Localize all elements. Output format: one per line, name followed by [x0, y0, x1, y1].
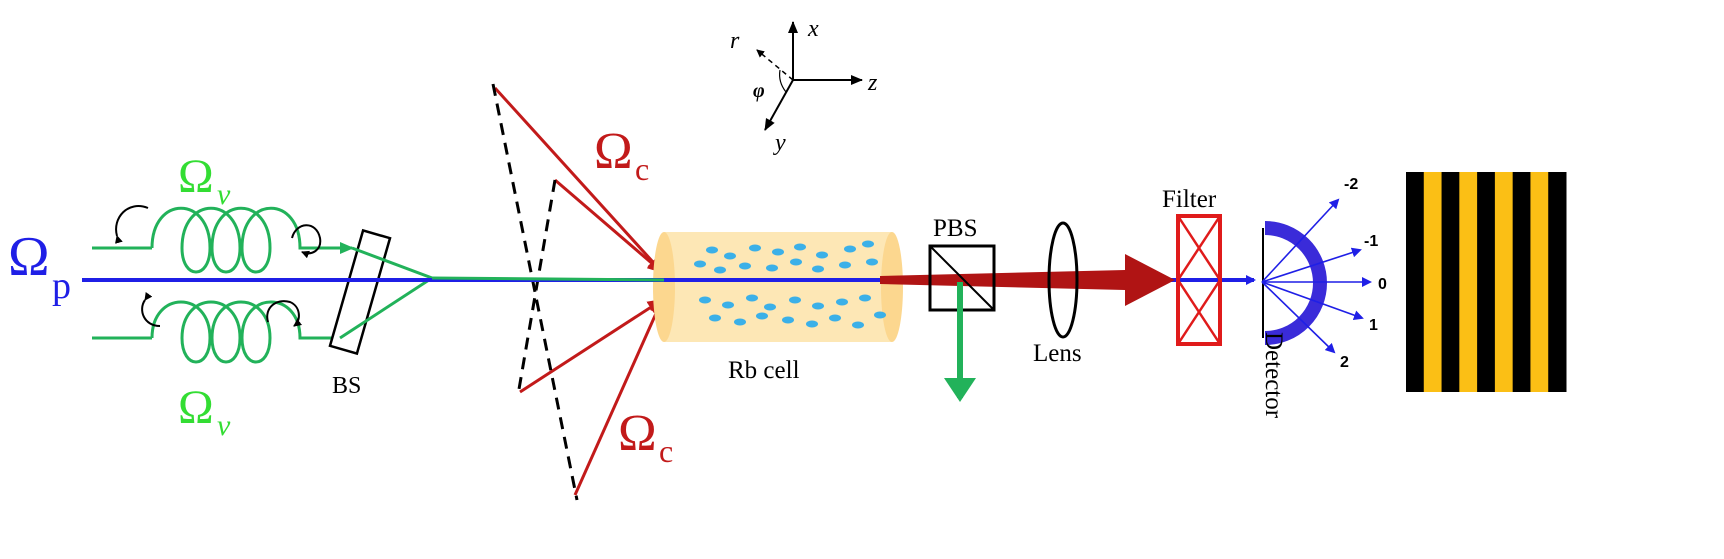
fringe-stripe — [1477, 172, 1496, 392]
fringe-stripe — [1530, 172, 1549, 392]
control-beams — [493, 86, 664, 496]
vortex-subscript-bottom: v — [217, 409, 231, 442]
z-axis-label: z — [867, 70, 878, 96]
rb-atom — [794, 243, 806, 251]
x-axis-label: x — [807, 16, 819, 42]
rb-atom — [829, 314, 841, 322]
diffraction-ray — [1261, 247, 1362, 283]
probe-subscript: p — [52, 265, 71, 307]
rb-atom — [764, 303, 776, 311]
pbs-output-arrowhead — [944, 378, 976, 402]
beam-splitter — [328, 228, 392, 356]
vortex-omega-top: Ω — [178, 150, 214, 203]
diffraction-ray — [1261, 281, 1364, 320]
rb-atom — [724, 252, 736, 260]
fringe-stripe — [1512, 172, 1531, 392]
fringe-stripe — [1406, 172, 1425, 392]
detector-label: Detector — [1260, 332, 1287, 419]
rb-atom — [709, 314, 721, 322]
vortex-subscript-top: v — [217, 178, 231, 211]
rb-atom — [859, 294, 871, 302]
fringe-stripe — [1423, 172, 1443, 392]
order-label: -2 — [1344, 176, 1358, 193]
pbs-label: PBS — [933, 215, 977, 242]
filter — [1176, 214, 1222, 346]
bs-label: BS — [332, 373, 361, 399]
r-axis-arrow — [756, 49, 794, 81]
fringe-stripe — [1441, 172, 1460, 392]
rb-atom — [852, 321, 864, 329]
fringe-stripe — [1494, 172, 1514, 392]
rb-atom — [734, 318, 746, 326]
rb-atom — [839, 261, 851, 269]
rb-atoms — [694, 240, 886, 329]
rb-atom — [699, 296, 711, 304]
order-label: 2 — [1340, 354, 1349, 371]
rb-atom — [862, 240, 874, 248]
vortex-beam-top — [92, 205, 354, 274]
rb-atom — [694, 260, 706, 268]
control-subscript-bottom: c — [659, 433, 673, 469]
r-axis-label: r — [730, 28, 740, 54]
rb-atom — [812, 265, 824, 273]
diffraction-ray — [1261, 198, 1340, 283]
order-label: -1 — [1364, 233, 1378, 250]
rb-atom — [816, 251, 828, 259]
vortex-omega-bottom: Ω — [178, 381, 214, 434]
diffraction-ray — [1261, 281, 1336, 354]
rb-atom — [706, 246, 718, 254]
rb-atom — [722, 301, 734, 309]
order-label: 0 — [1378, 276, 1387, 293]
fringe-stripe — [1459, 172, 1478, 392]
rb-atom — [789, 296, 801, 304]
order-label: 1 — [1369, 317, 1378, 334]
rb-atom — [746, 294, 758, 302]
fringe-pattern — [1406, 172, 1567, 392]
rb-cell-label: Rb cell — [728, 357, 800, 384]
fringe-stripe — [1548, 172, 1567, 392]
phi-label: φ — [753, 80, 765, 102]
control-omega-bottom: Ω — [618, 405, 657, 462]
lens — [1047, 221, 1079, 339]
y-axis-label: y — [773, 130, 786, 156]
rb-atom — [772, 248, 784, 256]
rb-atom — [806, 320, 818, 328]
coordinate-axes: x z y r φ — [730, 16, 878, 156]
rb-atom — [874, 311, 886, 319]
y-axis-arrow — [764, 79, 794, 131]
vortex-beam-bottom — [92, 291, 333, 364]
vortex-beam-combined — [431, 276, 665, 282]
control-subscript-top: c — [635, 151, 649, 187]
control-omega-top: Ω — [594, 123, 633, 180]
detector-arc — [1264, 221, 1327, 345]
diffraction-order-labels: -2 -1 0 1 2 — [1340, 176, 1387, 371]
rb-atom — [766, 264, 778, 272]
rb-atom — [844, 245, 856, 253]
diffraction-rays — [1261, 198, 1372, 354]
rb-atom — [714, 266, 726, 274]
output-red-beam — [880, 254, 1175, 306]
rb-atom — [782, 316, 794, 324]
lens-label: Lens — [1033, 340, 1082, 367]
rb-atom — [836, 298, 848, 306]
rb-atom — [866, 258, 878, 266]
rb-atom — [812, 302, 824, 310]
dashed-mask-lines — [491, 83, 579, 501]
phi-arc — [779, 69, 787, 93]
rb-atom — [749, 244, 761, 252]
rb-atom — [756, 312, 768, 320]
filter-label: Filter — [1162, 186, 1217, 213]
rb-atom — [739, 262, 751, 270]
rb-atom — [790, 258, 802, 266]
probe-omega: Ω — [8, 226, 50, 288]
